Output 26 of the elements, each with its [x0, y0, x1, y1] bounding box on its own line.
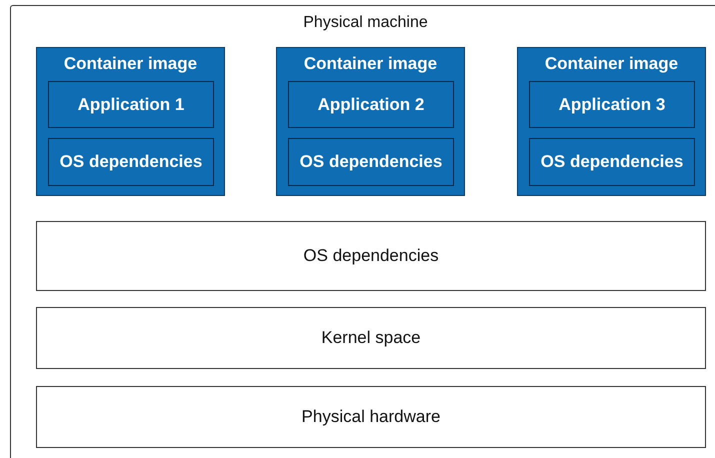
dependencies-label: OS dependencies: [60, 152, 202, 172]
layer-label: OS dependencies: [303, 246, 439, 266]
application-box: [48, 81, 214, 128]
layer-box: [36, 307, 706, 369]
layer-label: Kernel space: [321, 328, 421, 348]
container-panel: [276, 47, 465, 196]
container-panel: [36, 47, 225, 196]
container-title: Container image: [302, 54, 438, 74]
container-panel: [517, 47, 706, 196]
dependencies-label: OS dependencies: [540, 152, 684, 172]
layer-box: [36, 386, 706, 448]
layer-label: Physical hardware: [302, 407, 440, 427]
dependencies-box: [288, 138, 454, 186]
layer-box: [36, 221, 706, 291]
dependencies-label: OS dependencies: [300, 152, 442, 172]
application-box: [529, 81, 695, 128]
container-title: Container image: [544, 54, 680, 74]
application-label: Application 2: [318, 94, 424, 114]
machine-frame: [10, 5, 715, 458]
application-label: Application 1: [78, 94, 184, 114]
dependencies-box: [48, 138, 214, 186]
container-title: Container image: [62, 54, 198, 74]
application-label: Application 3: [558, 94, 666, 114]
application-box: [288, 81, 454, 128]
dependencies-box: [529, 138, 695, 186]
machine-title: Physical machine: [302, 14, 429, 32]
